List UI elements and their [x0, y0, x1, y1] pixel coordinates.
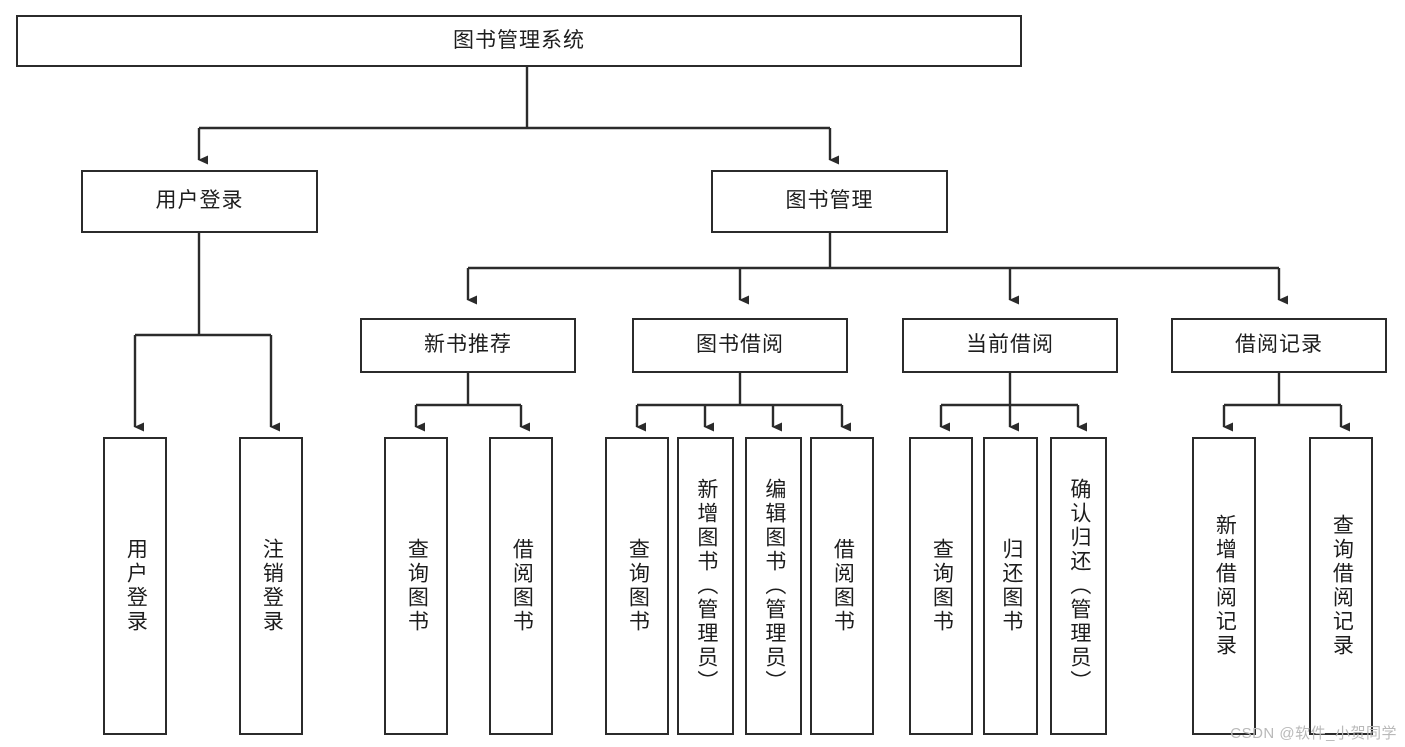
node-borrow-records[interactable]: 借阅记录	[1171, 318, 1387, 373]
node-leaf-query-borrow-record[interactable]: 查询借阅记录	[1309, 437, 1373, 735]
node-leaf-query-books-current[interactable]: 查询图书	[909, 437, 973, 735]
node-label: 新增图书（管理员）	[694, 478, 718, 694]
node-label: 确认归还（管理员）	[1067, 478, 1091, 694]
node-label: 图书管理	[785, 189, 874, 213]
node-label: 归还图书	[999, 538, 1023, 634]
node-label: 查询借阅记录	[1330, 514, 1354, 658]
node-label: 借阅图书	[510, 538, 534, 634]
node-book-borrowing[interactable]: 图书借阅	[632, 318, 848, 373]
node-leaf-return-books[interactable]: 归还图书	[983, 437, 1038, 735]
node-current-borrowing[interactable]: 当前借阅	[902, 318, 1118, 373]
node-label: 借阅图书	[831, 538, 855, 634]
node-leaf-logout[interactable]: 注销登录	[239, 437, 303, 735]
node-leaf-edit-book-admin[interactable]: 编辑图书（管理员）	[745, 437, 802, 735]
node-leaf-add-book-admin[interactable]: 新增图书（管理员）	[677, 437, 734, 735]
node-leaf-add-borrow-record[interactable]: 新增借阅记录	[1192, 437, 1256, 735]
node-leaf-query-books-borrow[interactable]: 查询图书	[605, 437, 669, 735]
node-label: 查询图书	[626, 538, 650, 634]
node-book-management[interactable]: 图书管理	[711, 170, 948, 233]
node-label: 新书推荐	[424, 333, 512, 357]
node-label: 当前借阅	[966, 333, 1054, 357]
node-label: 编辑图书（管理员）	[762, 478, 786, 694]
node-label: 查询图书	[405, 538, 429, 634]
node-label: 图书借阅	[696, 333, 784, 357]
node-label: 注销登录	[260, 538, 284, 634]
node-label: 借阅记录	[1235, 333, 1323, 357]
node-new-book-recommendation[interactable]: 新书推荐	[360, 318, 576, 373]
node-label: 图书管理系统	[453, 28, 585, 52]
node-label: 用户登录	[155, 189, 244, 213]
node-label: 查询图书	[930, 538, 954, 634]
node-leaf-borrow-books[interactable]: 借阅图书	[810, 437, 874, 735]
node-label: 新增借阅记录	[1213, 514, 1237, 658]
node-user-login[interactable]: 用户登录	[81, 170, 318, 233]
node-root-book-management-system[interactable]: 图书管理系统	[16, 15, 1022, 67]
node-leaf-user-login[interactable]: 用户登录	[103, 437, 167, 735]
node-leaf-query-books-rec[interactable]: 查询图书	[384, 437, 448, 735]
node-label: 用户登录	[124, 538, 148, 634]
node-leaf-borrow-books-rec[interactable]: 借阅图书	[489, 437, 553, 735]
node-leaf-confirm-return-admin[interactable]: 确认归还（管理员）	[1050, 437, 1107, 735]
